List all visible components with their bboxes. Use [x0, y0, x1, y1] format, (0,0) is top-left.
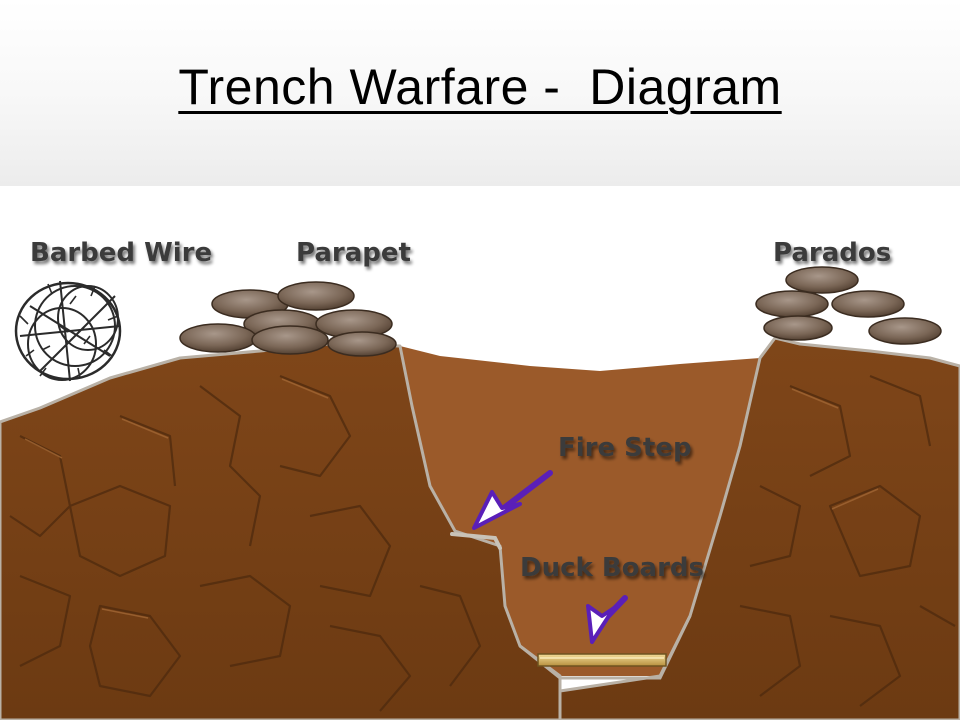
- label-parados: Parados: [773, 238, 891, 268]
- rock-highlights: [24, 378, 879, 619]
- right-earth-bank: [558, 336, 960, 720]
- duck-boards-arrow: [586, 595, 628, 644]
- label-parapet: Parapet: [296, 238, 411, 268]
- parados-sandbags: [755, 266, 942, 345]
- title-band: [0, 0, 960, 186]
- label-fire-step: Fire Step: [558, 433, 692, 463]
- parapet-sandbags: [179, 281, 397, 357]
- label-barbed-wire: Barbed Wire: [30, 238, 212, 268]
- rock-texture: [9, 374, 956, 712]
- slide-title: Trench Warfare - Diagram: [178, 59, 782, 115]
- label-duck-boards: Duck Boards: [520, 553, 704, 583]
- fire-step-ledge: [450, 532, 502, 550]
- barbed-wire-coil: [14, 280, 122, 382]
- duck-boards: [537, 653, 667, 667]
- fire-step-arrow: [472, 470, 553, 530]
- barbed-wire-barbs: [19, 283, 119, 379]
- trench-diagram: Barbed Wire Parapet Parados Fire Step Du…: [0, 238, 960, 720]
- trench-interior: [400, 346, 760, 676]
